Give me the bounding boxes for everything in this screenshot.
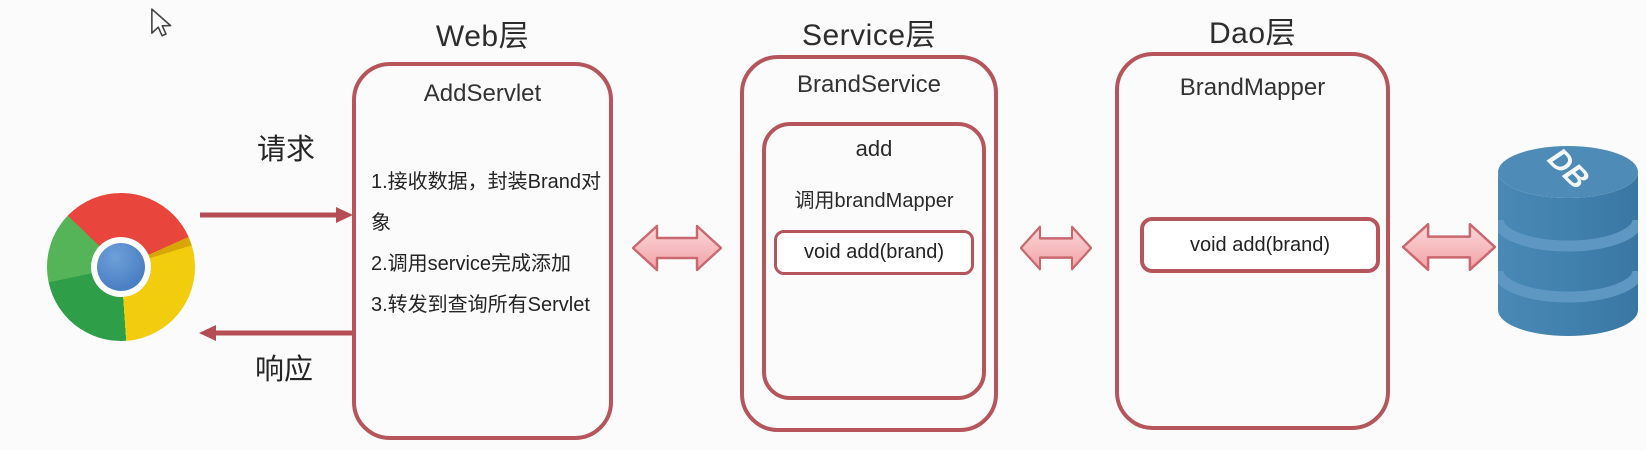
request-arrow [200, 207, 353, 223]
dao-layer-box: BrandMapper void add(brand) [1115, 52, 1390, 430]
service-method-note: 调用brandMapper [794, 190, 954, 212]
response-label: 响应 [254, 354, 313, 386]
web-step-3: 3.转发到查询所有Servlet [371, 294, 590, 316]
request-label: 请求 [256, 134, 315, 166]
service-layer-title: Service层 [801, 19, 937, 52]
chrome-icon [47, 193, 195, 341]
service-layer-box: BrandService add 调用brandMapper void add(… [740, 55, 998, 432]
web-layer-box: AddServlet 1.接收数据，封装Brand对象 2.调用service完… [352, 62, 613, 440]
service-add-method-box: add 调用brandMapper void add(brand) [762, 122, 986, 400]
dao-layer-title: Dao层 [1208, 17, 1297, 50]
database-icon: DB [1498, 146, 1638, 336]
service-dao-call-box: void add(brand) [774, 230, 974, 275]
mouse-pointer-icon [151, 8, 172, 37]
dao-db-double-arrow-icon [1402, 222, 1496, 272]
web-component-name: AddServlet [423, 80, 542, 107]
dao-component-name: BrandMapper [1179, 74, 1326, 101]
web-layer-title: Web层 [435, 20, 530, 53]
service-dao-double-arrow-icon [1020, 225, 1092, 271]
web-steps: 1.接收数据，封装Brand对象 2.调用service完成添加 3.转发到查询… [371, 162, 603, 326]
web-step-1: 1.接收数据，封装Brand对象 [371, 171, 602, 234]
service-method-name: add [855, 136, 893, 161]
dao-method-box: void add(brand) [1140, 217, 1380, 273]
chrome-icon-blue-core [97, 243, 145, 291]
web-step-2: 2.调用service完成添加 [371, 253, 572, 275]
response-arrow [199, 325, 354, 341]
web-service-double-arrow-icon [632, 224, 722, 272]
service-component-name: BrandService [796, 71, 942, 98]
